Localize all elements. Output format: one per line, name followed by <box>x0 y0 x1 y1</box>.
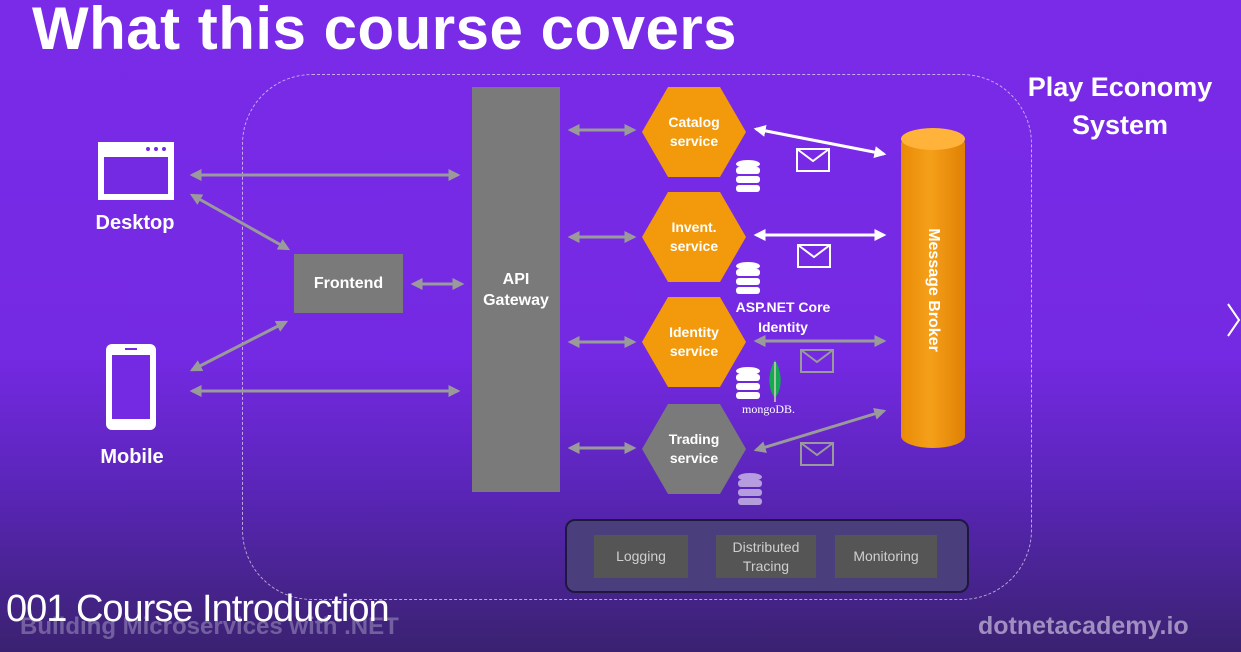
logging-box: Logging <box>594 535 688 578</box>
catalog-service-label: Catalog service <box>668 114 720 149</box>
envelope-icon <box>800 442 834 466</box>
database-icon <box>736 367 760 399</box>
trading-service-label: Trading service <box>668 431 720 466</box>
mobile-label: Mobile <box>100 446 164 468</box>
api-gateway-box: API Gateway <box>472 87 560 492</box>
mobile-phone-icon <box>106 344 156 430</box>
envelope-icon <box>797 244 831 268</box>
slide-title: What this course covers <box>32 0 738 62</box>
video-subtitle: 001 Course Introduction <box>6 588 390 630</box>
envelope-icon <box>800 349 834 373</box>
chevron-right-icon[interactable] <box>1226 302 1241 338</box>
frontend-box: Frontend <box>294 254 403 313</box>
inventory-service-label: Invent. service <box>669 219 719 254</box>
database-icon <box>736 160 760 192</box>
system-label: Play Economy System <box>1027 72 1213 140</box>
envelope-icon <box>796 148 830 172</box>
distributed-tracing-box: Distributed Tracing <box>716 535 816 578</box>
database-icon <box>736 262 760 294</box>
distributed-tracing-label: Distributed Tracing <box>732 538 800 574</box>
monitoring-box: Monitoring <box>835 535 937 578</box>
database-icon <box>738 473 762 505</box>
browser-window-icon <box>98 142 174 200</box>
identity-tech-label: ASP.NET Core Identity <box>735 299 831 335</box>
api-gateway-label: API Gateway <box>483 270 549 309</box>
brand-watermark: dotnetacademy.io <box>978 612 1189 640</box>
identity-service-label: Identity service <box>669 324 719 359</box>
message-broker <box>901 132 965 448</box>
desktop-label: Desktop <box>95 212 175 234</box>
message-broker-top <box>901 128 965 150</box>
mongodb-leaf-icon <box>769 360 781 402</box>
course-name-watermark: Building Microservices with .NET <box>20 613 399 640</box>
